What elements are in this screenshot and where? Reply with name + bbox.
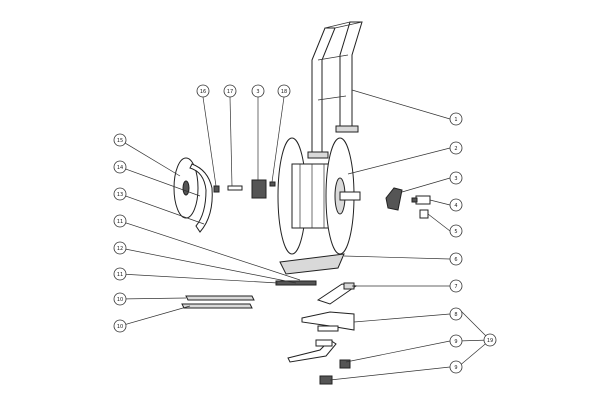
callout-c7: 7: [449, 279, 463, 293]
callout-c4: 4: [449, 198, 463, 212]
callout-c1: 1: [449, 112, 463, 126]
callout-label: 14: [117, 165, 123, 171]
callout-c3: 3: [449, 171, 463, 185]
callout-label: 11: [117, 272, 123, 278]
callout-label: 18: [281, 89, 287, 95]
support-rods: [181, 295, 255, 309]
reel-drum: [277, 137, 361, 255]
callout-c8: 8: [449, 307, 463, 321]
bracket: [301, 311, 355, 332]
callout-c14: 14: [113, 160, 127, 174]
foot-lower-arm: [287, 339, 337, 363]
callout-c18: 18: [277, 84, 291, 98]
callout-label: 13: [117, 192, 123, 198]
callout-label: 3: [256, 89, 259, 95]
callout-c5: 5: [449, 224, 463, 238]
callout-label: 15: [117, 138, 123, 144]
crank-handle: [385, 187, 403, 211]
nut: [419, 209, 429, 219]
handle-frame: [307, 21, 363, 159]
callout-label: 16: [200, 89, 206, 95]
callout-c9b: 9: [449, 360, 463, 374]
callout-c10a: 10: [113, 292, 127, 306]
callout-c2: 2: [449, 141, 463, 155]
callout-c15: 15: [113, 133, 127, 147]
callout-c11b: 11: [113, 214, 127, 228]
axle-arm: [316, 282, 358, 305]
callout-label: 11: [117, 219, 123, 225]
callout-label: 6: [454, 257, 457, 263]
callout-c17: 17: [223, 84, 237, 98]
callout-label: 5: [454, 229, 457, 235]
base-plate: [279, 253, 345, 275]
callout-c3t: 3: [251, 84, 265, 98]
callout-c19: 19: [483, 333, 497, 347]
callout-c13: 13: [113, 187, 127, 201]
callout-label: 9: [454, 365, 457, 371]
callout-label: 1: [454, 117, 457, 123]
callout-c11a: 11: [113, 267, 127, 281]
callout-label: 3: [454, 176, 457, 182]
callout-label: 4: [454, 203, 457, 209]
swivel-fitting: [411, 195, 431, 205]
callout-label: 17: [227, 89, 233, 95]
callout-c9a: 9: [449, 334, 463, 348]
leader-lines: [119, 89, 491, 381]
hub-plate: [173, 157, 213, 233]
rubber-foot-upper: [339, 359, 351, 369]
callout-label: 19: [487, 338, 493, 344]
callout-label: 10: [117, 297, 123, 303]
callout-label: 12: [117, 246, 123, 252]
callout-label: 8: [454, 312, 457, 318]
callout-label: 2: [454, 146, 457, 152]
callout-label: 7: [454, 284, 457, 290]
callout-label: 10: [117, 324, 123, 330]
callout-c10b: 10: [113, 319, 127, 333]
callout-c6: 6: [449, 252, 463, 266]
callout-c16: 16: [196, 84, 210, 98]
callout-c12: 12: [113, 241, 127, 255]
callout-label: 9: [454, 339, 457, 345]
small-hardware: [213, 179, 276, 199]
